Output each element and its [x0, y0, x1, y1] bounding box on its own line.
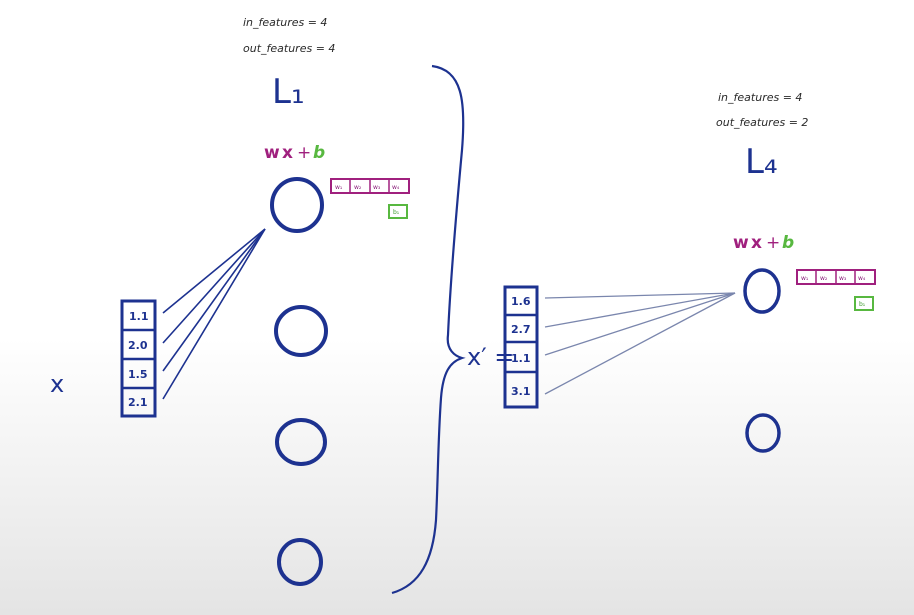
hidden-output-cell: 3.1: [511, 385, 531, 398]
input-cell: 2.0: [128, 339, 148, 352]
connection-line: [162, 228, 266, 314]
hidden-output-vector: 1.6 2.7 1.1 3.1: [503, 285, 539, 409]
layer2-bias-box: b₁: [854, 296, 874, 311]
hidden-output-cell: 2.7: [511, 323, 531, 336]
layer2-in-features-label: in_features = 4: [718, 91, 802, 104]
layer2-name: L₄: [745, 142, 778, 182]
connection-line: [162, 228, 266, 372]
input-cell: 1.1: [129, 310, 149, 323]
input-connections: [162, 228, 266, 400]
layer1-weight-cell: w₁: [335, 184, 343, 191]
layer2-formula-x: x: [751, 233, 762, 253]
layer1-neuron: [274, 305, 328, 357]
layer2-neurons: [743, 268, 781, 453]
layer1-weight-vector: w₁ w₂ w₃ w₄: [330, 178, 410, 194]
layer1-formula: w x + b: [264, 143, 325, 163]
layer1-weight-cell: w₂: [354, 184, 362, 191]
layer1-name: L₁: [272, 72, 305, 112]
curly-brace: [391, 64, 466, 595]
layer2-weight-vector: w₁ w₂ w₃ w₄: [796, 269, 876, 285]
layer2-bias-cell: b₁: [859, 301, 866, 308]
input-label: x: [50, 370, 64, 398]
layer1-formula-w: w: [264, 143, 280, 163]
connection-line: [544, 292, 736, 299]
input-cell: 2.1: [128, 396, 148, 409]
input-cell: 1.5: [128, 368, 148, 381]
layer2-weight-cell: w₃: [839, 275, 847, 282]
layer1-neuron: [277, 538, 323, 586]
input-vector: 1.1 2.0 1.5 2.1: [120, 299, 157, 418]
layer1-in-features-label: in_features = 4: [243, 16, 327, 29]
layer1-weight-cell: w₃: [373, 184, 381, 191]
layer2-neuron: [743, 268, 781, 314]
connection-line: [544, 292, 736, 356]
connection-line: [544, 292, 736, 395]
layer2-formula-b: b: [782, 233, 794, 253]
layer2-out-features-label: out_features = 2: [716, 116, 808, 129]
layer1-formula-plus: +: [297, 143, 311, 163]
layer1-out-features-label: out_features = 4: [243, 42, 335, 55]
connection-line: [162, 228, 266, 344]
layer2-formula: w x + b: [733, 233, 794, 253]
layer2-neuron: [745, 413, 781, 453]
hidden-output-label: x′ =: [467, 343, 514, 371]
layer2-weight-cell: w₁: [801, 275, 809, 282]
layer2-formula-plus: +: [766, 233, 780, 253]
layer1-neuron: [275, 418, 327, 466]
connection-line: [162, 228, 266, 400]
layer1-bias-box: b₁: [388, 204, 408, 219]
layer2-formula-w: w: [733, 233, 749, 253]
layer2-weight-cell: w₂: [820, 275, 828, 282]
layer2-weight-cell: w₄: [858, 275, 866, 282]
layer1-formula-b: b: [313, 143, 325, 163]
layer1-formula-x: x: [282, 143, 293, 163]
hidden-output-cell: 1.1: [511, 352, 531, 365]
connection-line: [544, 292, 736, 328]
layer1-weight-cell: w₄: [392, 184, 400, 191]
layer1-neurons: [270, 177, 328, 586]
hidden-connections: [544, 292, 736, 395]
hidden-output-cell: 1.6: [511, 295, 531, 308]
layer1-bias-cell: b₁: [393, 209, 400, 216]
layer1-neuron: [270, 177, 324, 233]
